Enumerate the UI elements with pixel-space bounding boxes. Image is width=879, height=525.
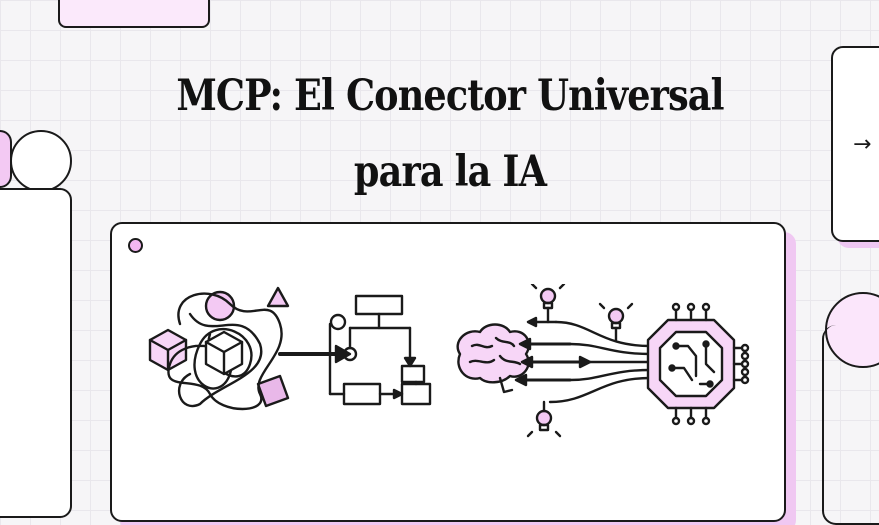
card-dot-icon <box>128 238 143 253</box>
decor-circle-left <box>10 130 72 192</box>
arrow-right-icon <box>278 344 352 364</box>
brain-icon <box>456 323 531 394</box>
branch-arrows-icon <box>514 316 652 404</box>
slide-title: MCP: El Conector Universal para la IA <box>176 71 724 197</box>
decor-card-top <box>58 0 210 28</box>
illustration <box>148 284 750 438</box>
next-slide-card[interactable]: → <box>831 46 879 242</box>
circuit-chip-icon <box>646 302 750 426</box>
tangled-shapes-icon <box>148 286 290 411</box>
lightbulb-icon <box>526 284 634 438</box>
arrow-right-icon[interactable]: → <box>853 132 872 157</box>
decor-card-right-bottom <box>822 325 879 525</box>
flowchart-icon <box>328 294 432 406</box>
decor-card-left <box>0 188 72 518</box>
illustration-card <box>110 222 786 522</box>
